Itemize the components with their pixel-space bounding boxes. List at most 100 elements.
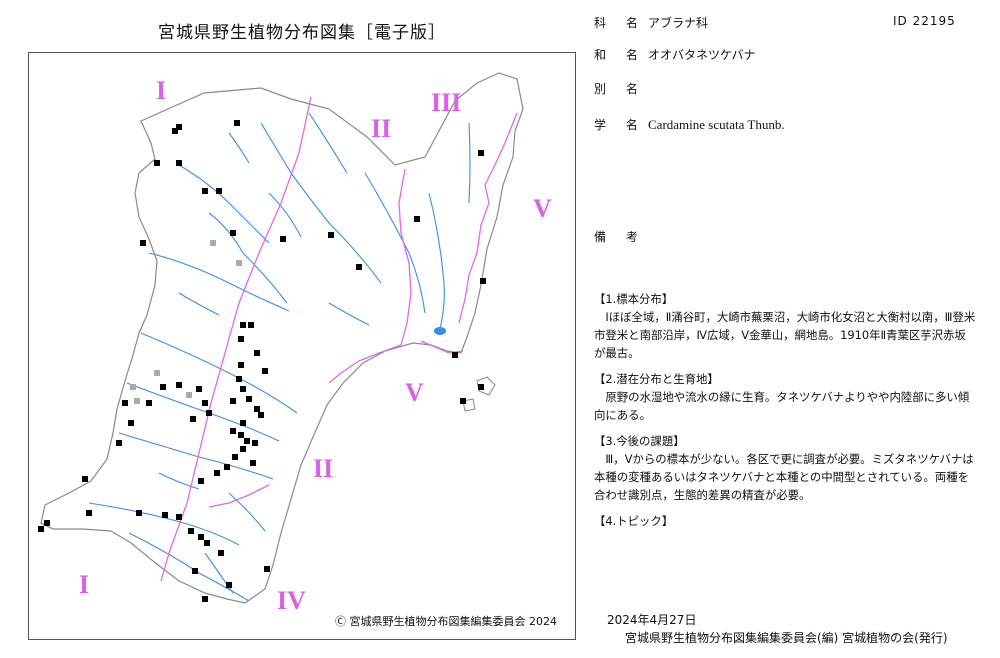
region-label: IV <box>277 586 306 615</box>
specimen-marker <box>188 528 194 534</box>
note-heading: 【2.潜在分布と生育地】 <box>594 372 719 387</box>
specimen-marker <box>146 400 152 406</box>
specimen-marker <box>356 264 362 270</box>
alias-field: 別 名 <box>594 80 648 97</box>
region-label: II <box>371 114 391 143</box>
river <box>128 532 250 602</box>
specimen-marker <box>44 520 50 526</box>
district-boundary <box>458 112 518 324</box>
specimen-marker <box>230 428 236 434</box>
japanese-name-value: オオバタネツケバナ <box>648 48 756 62</box>
note-section: 【1.標本分布】 Ⅰほぼ全域，Ⅱ涌谷町，大崎市蕪栗沼，大崎市化女沼と大衡村以南，… <box>594 290 976 362</box>
river <box>118 432 274 480</box>
specimen-marker <box>86 510 92 516</box>
region-label: I <box>156 76 166 105</box>
specimen-marker <box>176 124 182 130</box>
specimen-marker <box>240 386 246 392</box>
river <box>148 252 290 312</box>
family-label: 科 名 <box>594 16 646 30</box>
old-specimen-marker <box>210 240 216 246</box>
river <box>228 132 250 164</box>
specimen-marker <box>198 478 204 484</box>
specimen-marker <box>236 376 242 382</box>
record-id: ID 22195 <box>893 14 956 28</box>
specimen-marker <box>250 460 256 466</box>
lake <box>434 327 446 335</box>
specimen-marker <box>224 464 230 470</box>
specimen-marker <box>238 362 244 368</box>
specimen-marker <box>202 596 208 602</box>
family-value: アブラナ科 <box>648 16 709 30</box>
remarks-label: 備 考 <box>594 230 646 244</box>
specimen-marker <box>226 582 232 588</box>
specimen-marker <box>176 514 182 520</box>
specimen-marker <box>414 216 420 222</box>
specimen-marker <box>202 400 208 406</box>
region-label: I <box>79 570 89 599</box>
specimen-marker <box>128 420 134 426</box>
specimen-marker <box>328 232 334 238</box>
specimen-marker <box>280 236 286 242</box>
river <box>204 552 234 594</box>
specimen-marker <box>240 322 246 328</box>
remarks-field: 備 考 <box>594 228 648 245</box>
specimen-marker <box>218 550 224 556</box>
river <box>208 212 288 304</box>
specimen-marker <box>154 160 160 166</box>
specimen-marker <box>452 352 458 358</box>
specimen-marker <box>240 446 246 452</box>
specimen-marker <box>480 278 486 284</box>
specimen-marker <box>190 416 196 422</box>
note-body: Ⅲ，Ⅴからの標本が少ない。各区で更に調査が必要。ミズタネツケバナは本種の変種ある… <box>594 452 974 503</box>
river <box>328 302 370 326</box>
japanese-name-label: 和 名 <box>594 48 646 62</box>
specimen-marker <box>238 336 244 342</box>
region-label: II <box>313 454 333 483</box>
note-section: 【2.潜在分布と生育地】 原野の水湿地や流水の縁に生育。タネツケバナよりやや内陸… <box>594 370 976 424</box>
river <box>178 164 270 244</box>
specimen-marker <box>258 412 264 418</box>
alias-label: 別 名 <box>594 82 646 96</box>
specimen-marker <box>246 396 252 402</box>
specimen-marker <box>264 566 270 572</box>
note-heading: 【3.今後の課題】 <box>594 434 685 449</box>
river <box>468 122 471 204</box>
river <box>308 112 348 174</box>
river <box>428 192 445 334</box>
river <box>178 292 220 316</box>
old-specimen-marker <box>186 392 192 398</box>
specimen-marker <box>202 188 208 194</box>
specimen-records <box>38 120 486 602</box>
specimen-marker <box>140 240 146 246</box>
specimen-marker <box>460 398 466 404</box>
river <box>268 192 302 238</box>
old-specimen-marker <box>130 384 136 390</box>
specimen-marker <box>244 438 250 444</box>
river <box>140 332 298 414</box>
specimen-marker <box>478 150 484 156</box>
specimen-marker <box>214 470 220 476</box>
note-body: Ⅰほぼ全域，Ⅱ涌谷町，大崎市蕪栗沼，大崎市化女沼と大衡村以南，Ⅲ登米市登米と南部… <box>594 310 976 361</box>
river <box>364 172 426 314</box>
district-boundary <box>420 340 464 354</box>
note-body: 原野の水湿地や流水の縁に生育。タネツケバナよりやや内陸部に多い傾向にある。 <box>594 390 970 423</box>
specimen-marker <box>204 540 210 546</box>
note-heading: 【1.標本分布】 <box>594 292 674 306</box>
old-specimen-marker <box>154 370 160 376</box>
specimen-marker <box>206 410 212 416</box>
publication-date: 2024年4月27日 <box>607 613 697 627</box>
specimen-marker <box>136 510 142 516</box>
specimen-marker <box>230 398 236 404</box>
prefecture-outline <box>40 72 524 604</box>
river <box>88 502 240 546</box>
old-specimen-marker <box>134 398 140 404</box>
river <box>228 492 266 532</box>
specimen-marker <box>232 454 238 460</box>
specimen-marker <box>192 568 198 574</box>
district-boundary <box>398 168 412 346</box>
specimen-marker <box>234 120 240 126</box>
district-boundary <box>208 484 270 508</box>
district-boundary <box>328 344 402 384</box>
